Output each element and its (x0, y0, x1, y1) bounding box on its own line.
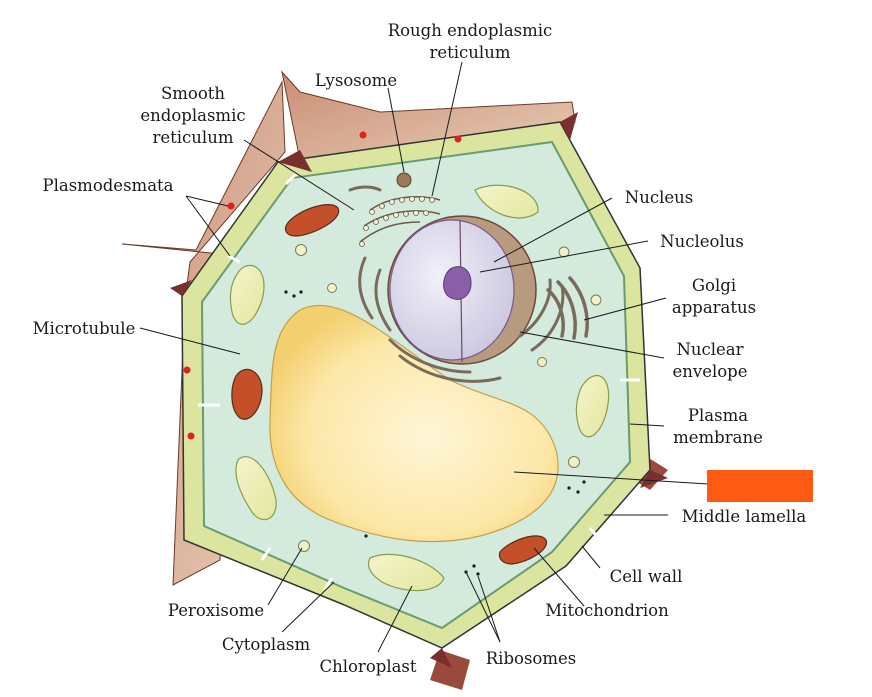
mitochondria (231, 204, 547, 565)
label-nucleolus: Nucleolus (660, 232, 744, 251)
label-lysosome: Lysosome (315, 71, 397, 90)
label-golgi-line1: Golgi (692, 276, 736, 295)
chloroplasts (229, 184, 610, 592)
plasmodesmata-dots (183, 131, 462, 440)
free-ribosomes (284, 290, 586, 576)
label-ribosomes: Ribosomes (486, 649, 576, 668)
label-plasma-membrane-line2: membrane (673, 428, 763, 447)
nucleus (387, 215, 537, 365)
label-chloroplast: Chloroplast (319, 657, 416, 676)
golgi-apparatus (546, 276, 589, 340)
labels: Rough endoplasmic reticulum Lysosome Smo… (33, 21, 807, 676)
plasmodesmata-channels (198, 172, 640, 591)
label-cytoplasm: Cytoplasm (222, 635, 311, 654)
label-plasmodesmata: Plasmodesmata (42, 176, 173, 195)
middle-lamella-corners (170, 112, 668, 668)
lysosome (396, 172, 412, 188)
rough-er-ribosomes (359, 196, 435, 247)
vesicles (295, 173, 602, 552)
label-nuclear-envelope-line2: envelope (672, 362, 747, 381)
label-smooth-er-line2: endoplasmic (140, 106, 245, 125)
label-smooth-er-line3: reticulum (153, 128, 234, 147)
label-rough-er-line2: reticulum (430, 43, 511, 62)
label-nucleus: Nucleus (625, 188, 693, 207)
nucleolus (443, 266, 472, 300)
smooth-er (348, 185, 565, 383)
hidden-label-box (707, 470, 813, 502)
label-golgi-line2: apparatus (672, 298, 756, 317)
label-mitochondrion: Mitochondrion (545, 601, 669, 620)
label-smooth-er-line1: Smooth (161, 84, 225, 103)
label-nuclear-envelope-line1: Nuclear (676, 340, 743, 359)
label-peroxisome: Peroxisome (168, 601, 264, 620)
label-plasma-membrane-line1: Plasma (688, 406, 748, 425)
label-middle-lamella: Middle lamella (682, 507, 807, 526)
leader-lines (139, 61, 709, 653)
label-microtubule: Microtubule (33, 319, 136, 338)
label-rough-er-line1: Rough endoplasmic (388, 21, 553, 40)
label-cell-wall: Cell wall (610, 567, 683, 586)
